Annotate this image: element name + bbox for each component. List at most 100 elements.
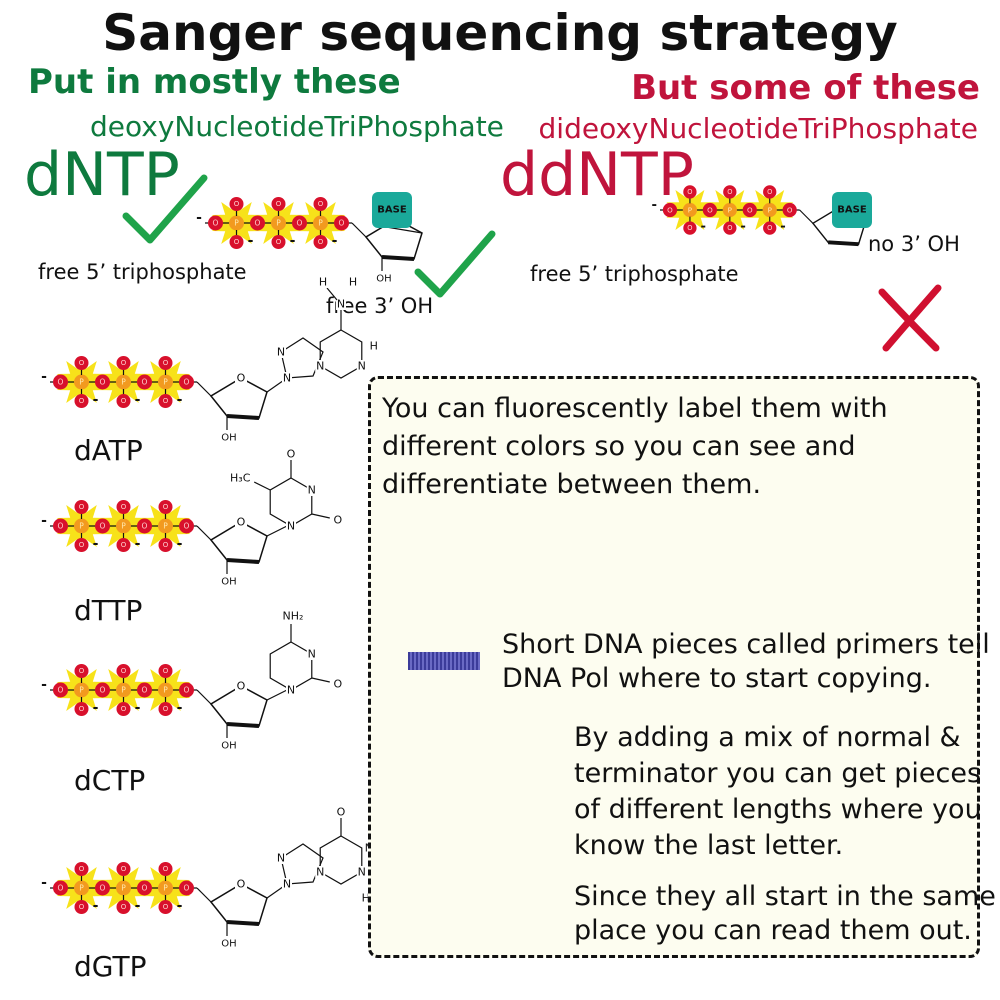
atom-label: O	[58, 884, 64, 893]
atom-label: O	[287, 448, 296, 461]
atom-label: N	[358, 866, 366, 879]
atom-label: O	[142, 686, 148, 695]
oxygen-atom	[662, 202, 678, 218]
atom-label: O	[121, 541, 127, 549]
readout-explanation-line: Since they all start in the same	[574, 881, 996, 912]
atom-label: O	[767, 188, 772, 196]
charge-label: -	[177, 392, 183, 408]
atom-label: O	[213, 219, 219, 228]
hydroxyl-label: OH	[221, 577, 236, 588]
atom-label: O	[58, 686, 64, 695]
oxygen-atom	[179, 374, 194, 390]
atom-label: O	[163, 903, 169, 911]
phosphate-atom	[229, 215, 244, 231]
phosphate-atom	[158, 682, 173, 698]
oxygen-atom	[116, 664, 131, 678]
dntp-heading: Put in mostly these	[28, 62, 401, 102]
oxygen-atom	[158, 900, 173, 914]
hydroxyl-label: OH	[221, 433, 236, 444]
label-explanation: You can fluorescently label them with di…	[382, 390, 888, 504]
atom-label: N	[308, 484, 316, 497]
oxygen-atom	[763, 221, 777, 235]
atom-label: P	[121, 686, 126, 695]
atom-label: O	[142, 522, 148, 531]
atom-label: O	[121, 903, 127, 911]
oxygen-atom	[116, 900, 131, 914]
atom-label: O	[707, 206, 713, 215]
phosphate-atom	[116, 518, 131, 534]
oxygen-atom	[702, 202, 717, 218]
oxygen-atom	[116, 538, 131, 552]
oxygen-atom	[271, 197, 286, 211]
atom-label: O	[276, 200, 282, 208]
oxygen-atom	[74, 394, 89, 408]
primer-explanation-line: Short DNA pieces called primers tell	[502, 629, 990, 660]
atom-label: N	[316, 866, 324, 879]
oxygen-atom	[782, 202, 797, 218]
atom-label: O	[163, 705, 169, 713]
oxygen-atom	[158, 702, 173, 716]
phosphate-atom	[158, 880, 173, 896]
atom-label: O	[121, 503, 127, 511]
oxygen-atom	[95, 880, 110, 896]
atom-label: P	[768, 206, 773, 215]
nucleotide-name: dGTP	[74, 950, 147, 983]
ring-oxygen: O	[237, 372, 246, 385]
ring-oxygen: O	[237, 680, 246, 693]
oxygen-atom	[137, 682, 152, 698]
oxygen-atom	[158, 356, 173, 370]
charge-label: -	[41, 369, 47, 385]
primer-explanation: Short DNA pieces called primers tell DNA…	[502, 628, 990, 696]
free-5-triphosphate-label: free 5’ triphosphate	[530, 262, 739, 286]
atom-label: H₃C	[230, 472, 251, 485]
ddntp-heading: But some of these	[631, 68, 980, 108]
atom-label: O	[333, 678, 342, 691]
atom-label: O	[747, 206, 753, 215]
ddntp-abbrev: ddNTP	[500, 140, 694, 210]
oxygen-atom	[53, 682, 68, 698]
atom-label: O	[121, 359, 127, 367]
oxygen-atom	[313, 235, 328, 249]
atom-label: O	[79, 503, 85, 511]
atom-label: O	[142, 884, 148, 893]
phosphate-atom	[116, 880, 131, 896]
phosphate-atom	[682, 202, 698, 218]
oxygen-atom	[683, 221, 697, 235]
atom-label: H	[319, 276, 327, 289]
atom-label: O	[255, 219, 261, 228]
charge-label: -	[93, 536, 99, 552]
atom-label: O	[687, 188, 692, 196]
atom-label: O	[687, 224, 692, 232]
mix-explanation: By adding a mix of normal & terminator y…	[574, 720, 982, 864]
check-icon	[122, 174, 208, 244]
oxygen-atom	[179, 682, 194, 698]
charge-label: -	[248, 233, 254, 249]
atom-label: P	[79, 686, 84, 695]
oxygen-atom	[137, 880, 152, 896]
oxygen-atom	[179, 880, 194, 896]
atom-label: N	[337, 298, 345, 311]
phosphate-atom	[722, 202, 737, 218]
oxygen-atom	[95, 682, 110, 698]
atom-label: O	[79, 397, 85, 405]
charge-label: -	[177, 898, 183, 914]
charge-label: -	[41, 677, 47, 693]
atom-label: N	[316, 360, 324, 373]
charge-label: -	[290, 233, 296, 249]
phosphate-atom	[74, 518, 89, 534]
oxygen-atom	[158, 500, 173, 514]
charge-label: -	[41, 513, 47, 529]
atom-label: O	[79, 359, 85, 367]
ddntp-full-name: dideoxyNucleotideTriPhosphate	[538, 112, 978, 145]
atom-label: P	[163, 378, 168, 387]
phosphate-atom	[313, 215, 328, 231]
phosphate-atom	[74, 374, 89, 390]
atom-label: O	[184, 378, 190, 387]
pyrimidine-ring	[319, 835, 363, 885]
